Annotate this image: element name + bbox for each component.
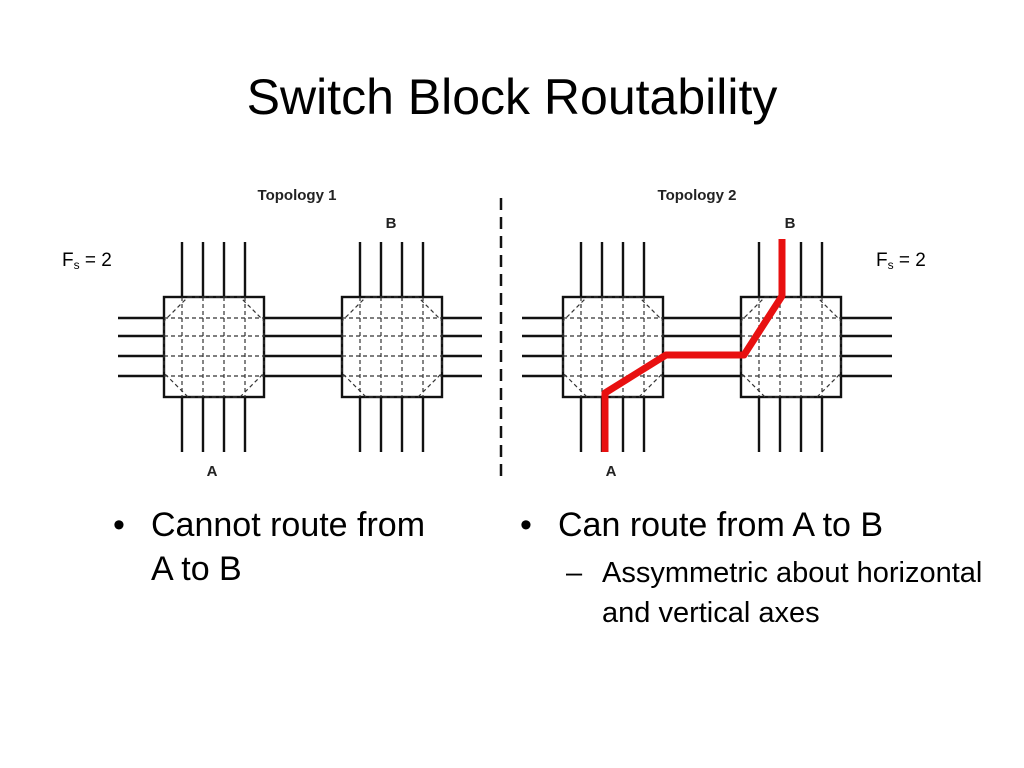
topology-1-block-a bbox=[162, 242, 266, 452]
bullet-can-route: Can route from A to B – Assymmetric abou… bbox=[520, 503, 1000, 633]
topology-2-a-label: A bbox=[606, 463, 617, 480]
topology-2-block-b bbox=[739, 242, 843, 452]
bullet-can-route-text: Can route from A to B bbox=[558, 506, 884, 544]
route-path bbox=[601, 239, 786, 452]
left-bullet-list: Cannot route from A to B bbox=[113, 503, 433, 591]
bullet-cannot-route: Cannot route from A to B bbox=[113, 503, 433, 591]
fs-label-right: Fs = 2 bbox=[876, 248, 926, 278]
topology-2-block-a bbox=[561, 242, 665, 452]
topology-1-b-label: B bbox=[386, 215, 397, 232]
fs-right-base: F bbox=[876, 250, 888, 271]
fs-left-sub: s bbox=[73, 258, 80, 272]
topology-1-label: Topology 1 bbox=[258, 187, 337, 204]
topology-1-a-label: A bbox=[207, 463, 218, 480]
fs-left-base: F bbox=[62, 250, 74, 271]
topology-2-label: Topology 2 bbox=[658, 187, 737, 204]
fs-label-left: Fs = 2 bbox=[62, 248, 112, 278]
topology-2-b-label: B bbox=[785, 215, 796, 232]
slide-title: Switch Block Routability bbox=[246, 69, 778, 125]
dash-marker: – bbox=[566, 557, 583, 589]
switch-block-diagram: Topology 1 Topology 2 B A B A bbox=[118, 187, 892, 480]
fs-right-sub: s bbox=[887, 258, 894, 272]
sub-bullet-asymmetric: – Assymmetric about horizontal and verti… bbox=[558, 553, 1000, 633]
sub-bullet-text: Assymmetric about horizontal and vertica… bbox=[602, 557, 983, 629]
fs-left-rest: = 2 bbox=[79, 250, 112, 271]
topology-1-block-b bbox=[340, 242, 444, 452]
fs-right-rest: = 2 bbox=[893, 250, 926, 271]
right-bullet-list: Can route from A to B – Assymmetric abou… bbox=[520, 503, 1000, 633]
